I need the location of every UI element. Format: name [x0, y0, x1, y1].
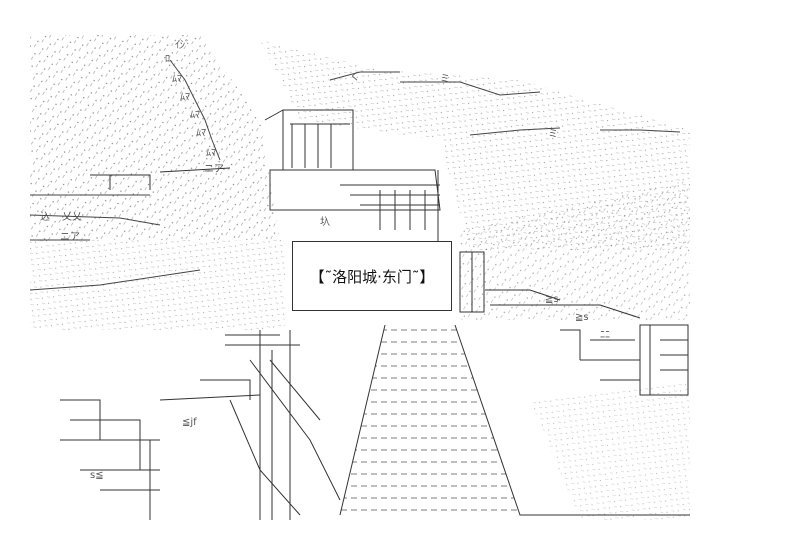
svg-text:≧s: ≧s — [575, 312, 589, 323]
svg-text:ﾑﾏ: ﾑﾏ — [172, 74, 182, 85]
left-hill — [30, 35, 285, 330]
svg-text:ミ: ミ — [440, 74, 450, 85]
gate-tower — [264, 109, 441, 245]
ridge-lines — [29, 59, 681, 291]
location-caption-box: 【˜洛阳城·东门˜】 — [292, 241, 452, 311]
location-caption: 【˜洛阳城·东门˜】 — [309, 267, 435, 286]
svg-text:s≦: s≦ — [90, 470, 104, 481]
svg-text:圦: 圦 — [320, 215, 330, 228]
svg-text:く: く — [350, 72, 360, 83]
svg-text:ニア: ニア — [204, 164, 224, 175]
svg-text:ｲｼﾞ: ｲｼﾞ — [175, 39, 190, 51]
svg-text:ニア: ニア — [60, 232, 80, 243]
svg-text:乂乂: 乂乂 — [62, 212, 82, 223]
svg-text:ﾑﾏ: ﾑﾏ — [180, 92, 190, 103]
left-buildings — [60, 167, 341, 520]
road — [339, 324, 690, 516]
ascii-glyphs: ｲｼﾞ ﾛ. ﾑﾏ ﾑﾏ ﾑﾏ ﾑﾏ ﾑﾏ ニア く ミ ミ 込 乂乂 ニア 圦… — [40, 39, 610, 481]
svg-text:≦jf: ≦jf — [182, 417, 197, 428]
svg-text:ﾑﾏ: ﾑﾏ — [190, 110, 200, 121]
svg-text:込: 込 — [40, 211, 50, 223]
svg-text:ミ: ミ — [548, 129, 558, 140]
svg-text:ﾛ.: ﾛ. — [165, 54, 173, 65]
svg-text:ﾑﾏ: ﾑﾏ — [206, 148, 216, 159]
right-hill — [260, 40, 690, 520]
svg-text:ﾑﾏ: ﾑﾏ — [196, 128, 206, 139]
right-buildings — [459, 251, 689, 396]
svg-text:≧s: ≧s — [545, 294, 559, 305]
svg-text:ﾆﾆ: ﾆﾆ — [600, 330, 610, 341]
